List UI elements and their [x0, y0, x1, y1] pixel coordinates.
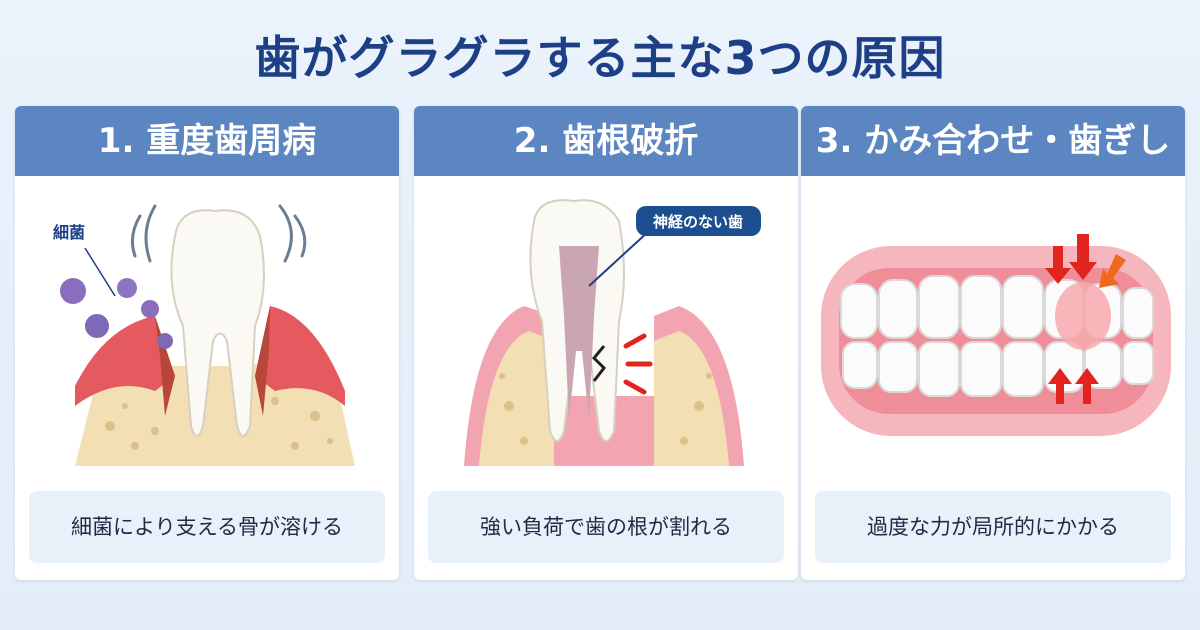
- stressed-tooth-glow: [1055, 282, 1111, 350]
- bone-texture: [105, 383, 333, 450]
- panel-caption: 細菌により支える骨が溶ける: [29, 491, 385, 563]
- panel-root-fracture: 2. 歯根破折 神経のない歯 強い負荷で歯の根が割れる: [414, 106, 798, 580]
- wobble-lines: [130, 204, 307, 263]
- panel-heading: 3. かみ合わせ・歯ぎしり: [801, 106, 1185, 231]
- inflamed-gum: [75, 316, 175, 406]
- label-bubble: [636, 206, 761, 236]
- panel-caption: 強い負荷で歯の根が割れる: [428, 491, 784, 563]
- panel-heading: 1. 重度歯周病: [15, 106, 399, 176]
- jaw-bone: [479, 331, 729, 466]
- pulp: [559, 246, 599, 421]
- root-fracture-illustration: 神経のない歯: [464, 199, 761, 466]
- crack: [591, 345, 606, 382]
- lower-teeth: [842, 341, 1154, 397]
- label-leader: [588, 230, 650, 287]
- bacteria-label: 細菌: [53, 223, 85, 242]
- label-leader: [84, 247, 116, 297]
- panel-bite-bruxism: 3. かみ合わせ・歯ぎしり: [801, 106, 1185, 580]
- bite-illustration: [821, 234, 1171, 436]
- panel-caption: 過度な力が局所的にかかる: [815, 491, 1171, 563]
- impact-marks: [623, 333, 653, 395]
- panel-periodontal-disease: 1. 重度歯周病 細菌 細菌により支える骨が溶ける: [15, 106, 399, 580]
- panel-heading: 2. 歯根破折: [414, 106, 798, 176]
- bacteria-icons: [60, 278, 173, 349]
- nerveless-tooth-label: 神経のない歯: [653, 213, 743, 231]
- force-arrows: [1045, 234, 1126, 404]
- periodontal-illustration: 細菌: [53, 204, 355, 466]
- page-title: 歯がグラグラする主な3つの原因: [254, 31, 946, 85]
- tooth: [170, 209, 265, 437]
